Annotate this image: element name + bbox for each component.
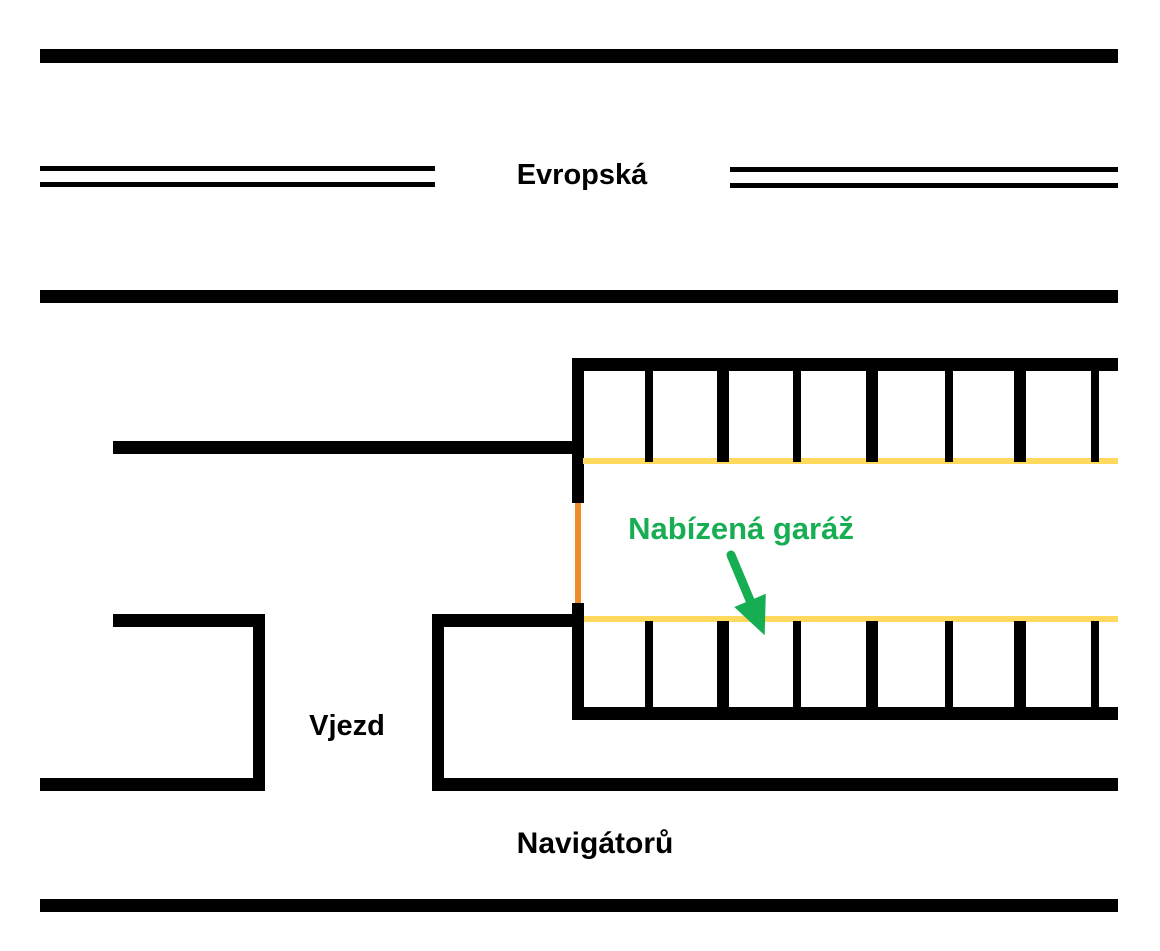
garage-stall-divider-bottom-7 bbox=[1091, 621, 1099, 712]
block-east-north-wall bbox=[432, 614, 584, 627]
garage-stall-divider-bottom-2 bbox=[717, 621, 729, 712]
offered-garage-door bbox=[575, 503, 581, 604]
parking-line-north bbox=[583, 458, 1118, 464]
garage-west-wall-lower bbox=[572, 603, 584, 720]
garage-stall-divider-bottom-4 bbox=[866, 621, 878, 712]
street-label-navigatoru: Navigátorů bbox=[516, 827, 674, 860]
garage-stall-divider-top-5 bbox=[945, 371, 953, 462]
garage-stall-divider-top-2 bbox=[717, 371, 729, 462]
block-west-north-wall bbox=[113, 614, 265, 627]
block-west-east-wall bbox=[253, 614, 265, 790]
evropska-lane-line-left-2 bbox=[40, 182, 435, 187]
garage-stall-divider-top-7 bbox=[1091, 371, 1099, 462]
offered-garage-label: Nabízená garáž bbox=[628, 511, 854, 546]
evropska-lane-line-left-1 bbox=[40, 166, 435, 171]
building-wall-west bbox=[113, 441, 584, 454]
evropska-lane-line-right-2 bbox=[730, 183, 1118, 188]
garage-stall-divider-top-4 bbox=[866, 371, 878, 462]
road-evropska-north-edge bbox=[40, 49, 1118, 63]
garage-stall-divider-top-1 bbox=[645, 371, 653, 462]
street-label-evropska: Evropská bbox=[516, 159, 648, 191]
garage-stall-divider-bottom-5 bbox=[945, 621, 953, 712]
evropska-lane-line-right-1 bbox=[730, 167, 1118, 172]
garage-stall-divider-bottom-3 bbox=[793, 621, 801, 712]
parking-line-south bbox=[583, 616, 1118, 622]
garage-north-wall bbox=[572, 358, 1118, 371]
garage-west-wall-upper bbox=[572, 358, 584, 503]
road-navigatoru-south-edge bbox=[40, 899, 1118, 912]
block-east-west-wall bbox=[432, 614, 444, 790]
street-navigatoru-north-edge-east bbox=[432, 778, 1118, 791]
road-evropska-south-edge bbox=[40, 290, 1118, 303]
garage-stall-divider-top-3 bbox=[793, 371, 801, 462]
garage-stall-divider-bottom-1 bbox=[645, 621, 653, 712]
garage-stall-divider-bottom-6 bbox=[1014, 621, 1026, 712]
garage-south-wall bbox=[572, 707, 1118, 720]
street-navigatoru-north-edge-west bbox=[40, 778, 265, 791]
entrance-label-vjezd: Vjezd bbox=[309, 710, 385, 742]
garage-stall-divider-top-6 bbox=[1014, 371, 1026, 462]
